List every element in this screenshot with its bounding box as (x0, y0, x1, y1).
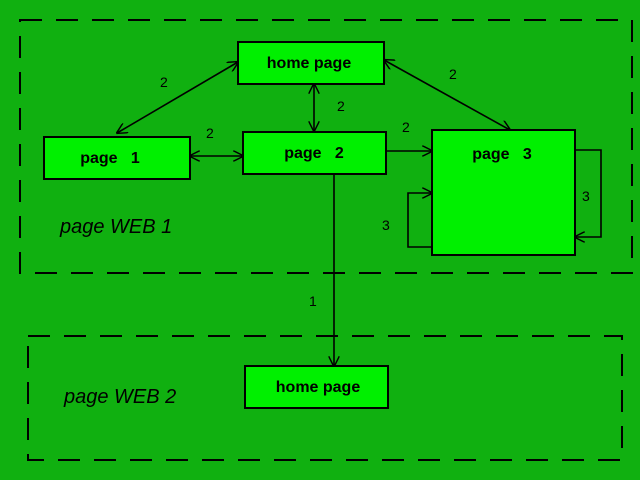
edge-home1-page3-label: 2 (449, 66, 457, 82)
edge-page3-self-right: 3 (575, 149, 602, 237)
edge-page1-page2-label: 2 (206, 125, 214, 141)
edge-home1-page2-label: 2 (337, 98, 345, 114)
region-web2: page WEB 2 (27, 335, 623, 461)
edge-page2-page3: 2 (386, 119, 432, 151)
node-home1-label: home page (267, 55, 352, 72)
region-web2-label: page WEB 2 (63, 386, 176, 408)
edge-page2-home2-label: 1 (309, 293, 317, 309)
node-home2: home page (244, 365, 389, 409)
edge-home1-page1-label: 2 (160, 74, 168, 90)
edge-page2-home2: 1 (309, 174, 334, 366)
node-page2-label: page 2 (284, 145, 344, 162)
edge-page3-self-right-label: 3 (582, 188, 590, 204)
edge-page3-self-left: 3 (382, 193, 432, 248)
edge-home1-page3: 2 (384, 60, 510, 130)
edge-page3-self-left-label: 3 (382, 217, 390, 233)
edge-page2-page3-label: 2 (402, 119, 410, 135)
node-page1-label: page 1 (80, 150, 140, 167)
node-page3-label: page 3 (472, 146, 532, 163)
node-page1: page 1 (43, 136, 191, 180)
region-web1: page WEB 1 (19, 19, 633, 274)
edge-home1-page1: 2 (117, 62, 238, 133)
node-page3: page 3 (431, 129, 576, 256)
edge-home1-page2: 2 (314, 84, 345, 131)
region-web1-label: page WEB 1 (59, 216, 172, 238)
edge-page1-page2: 2 (190, 125, 243, 156)
node-page2: page 2 (242, 131, 387, 175)
node-home2-label: home page (276, 379, 361, 396)
node-home1: home page (237, 41, 385, 85)
